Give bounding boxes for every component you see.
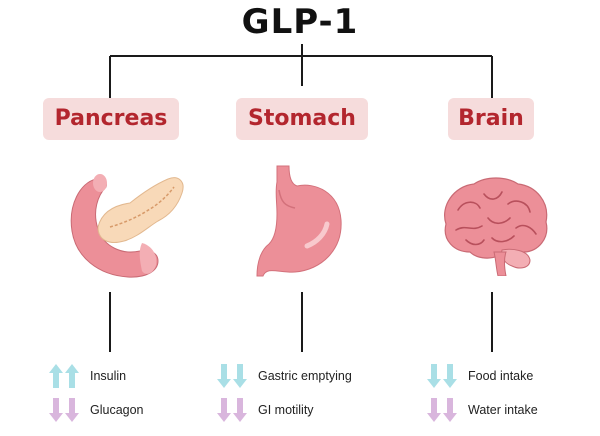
effect-label: Insulin [90,369,127,383]
stomach-label: Stomach [236,98,368,140]
effect-label: Food intake [468,369,534,383]
stomach-icon [256,165,342,277]
brain-icon [444,177,548,276]
pancreas-effect-glucagon: Glucagon [48,397,144,423]
effect-label: Gastric emptying [258,369,352,383]
brain-effect-water-intake: Water intake [426,397,538,423]
double-down-arrow-icon [217,364,247,388]
pancreas-label: Pancreas [43,98,179,140]
effect-label: GI motility [258,403,314,417]
effect-label: Water intake [468,403,538,417]
pancreas-icon [70,174,184,278]
brain-label: Brain [448,98,534,140]
stomach-effect-gastric-emptying: Gastric emptying [216,363,352,389]
double-down-arrow-icon [217,398,247,422]
brain-effect-food-intake: Food intake [426,363,533,389]
effect-label: Glucagon [90,403,144,417]
pancreas-effect-insulin: Insulin [48,363,126,389]
double-down-arrow-icon [427,398,457,422]
double-up-arrow-icon [49,364,79,388]
double-down-arrow-icon [49,398,79,422]
diagram-title: GLP-1 [241,2,359,42]
stomach-effect-gi-motility: GI motility [216,397,314,423]
double-down-arrow-icon [427,364,457,388]
